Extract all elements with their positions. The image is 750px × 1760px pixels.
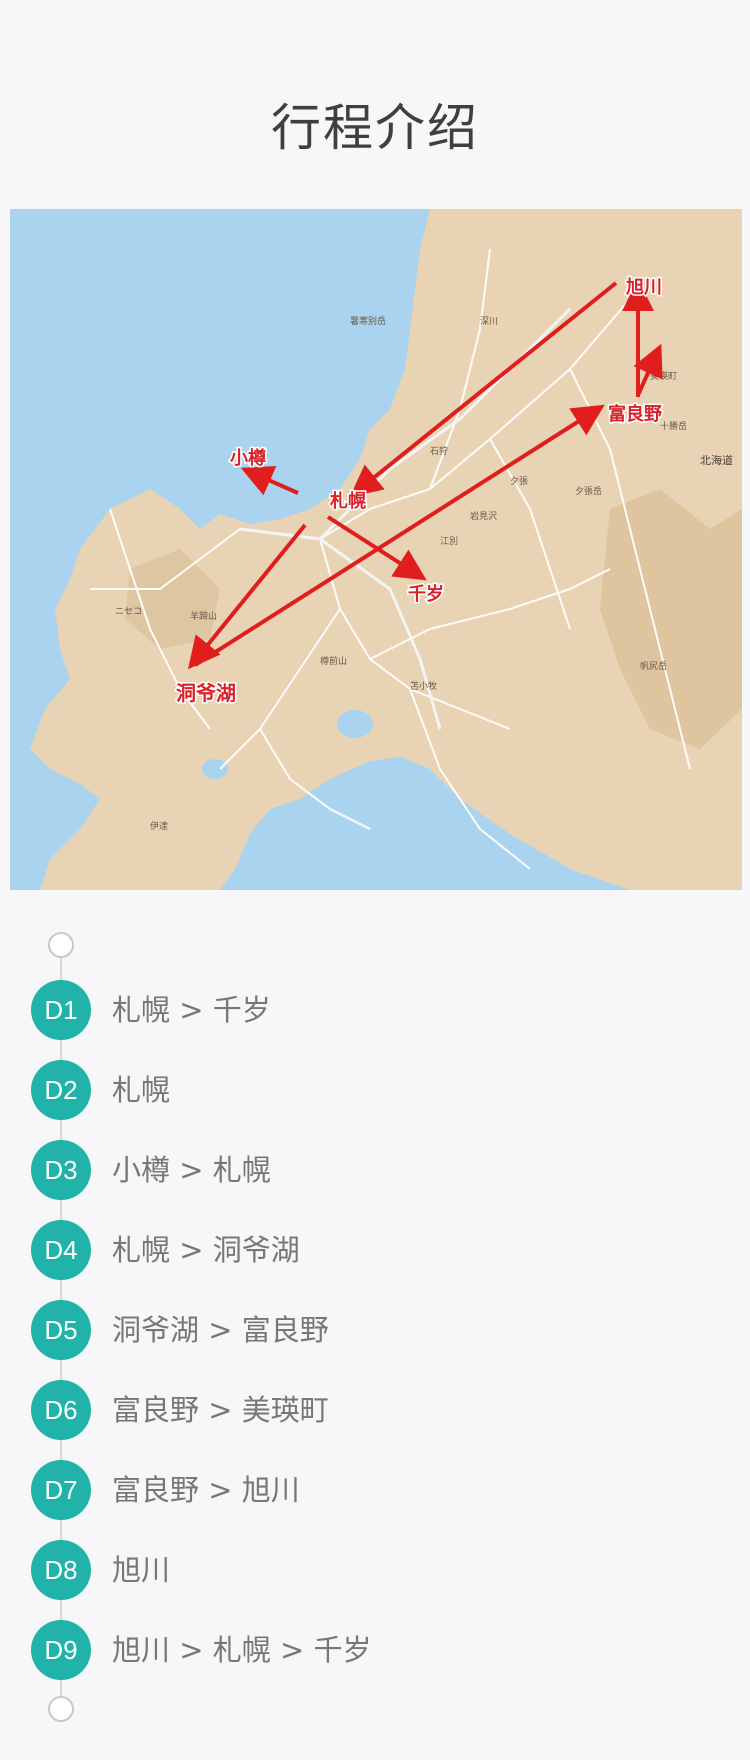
lake-toya bbox=[202, 759, 228, 779]
svg-text:暑寒别岳: 暑寒别岳 bbox=[350, 315, 386, 327]
itinerary-row-d7[interactable]: D7 富良野 > 旭川 bbox=[0, 1460, 750, 1520]
day-route: 富良野 > 旭川 bbox=[112, 1473, 300, 1507]
day-route: 旭川 > 札幌 > 千岁 bbox=[112, 1633, 372, 1667]
day-route: 小樽 > 札幌 bbox=[112, 1153, 271, 1187]
svg-text:江別: 江別 bbox=[440, 536, 458, 547]
svg-text:石狩: 石狩 bbox=[430, 445, 448, 457]
arrow-sapporo-chitose bbox=[326, 515, 427, 581]
arrow-asahikawa-sapporo bbox=[349, 281, 618, 498]
day-badge: D2 bbox=[31, 1060, 91, 1120]
day-badge: D4 bbox=[31, 1220, 91, 1280]
arrow-furano-biei bbox=[633, 343, 663, 396]
day-route: 富良野 > 美瑛町 bbox=[112, 1393, 329, 1427]
day-route: 札幌 > 千岁 bbox=[112, 993, 271, 1027]
svg-text:美瑛町: 美瑛町 bbox=[650, 370, 677, 382]
day-route: 札幌 > 洞爷湖 bbox=[112, 1233, 300, 1267]
lake-shikotsu bbox=[337, 710, 373, 738]
place-labels: 暑寒别岳 深川 石狩 夕張 夕張岳 江別 岩見沢 ニセコ 羊蹄山 樽前山 苫小牧… bbox=[115, 315, 733, 832]
day-badge: D7 bbox=[31, 1460, 91, 1520]
svg-text:岩見沢: 岩見沢 bbox=[470, 510, 497, 522]
itinerary-row-d4[interactable]: D4 札幌 > 洞爷湖 bbox=[0, 1220, 750, 1280]
map-label-asahikawa: 旭川 bbox=[625, 276, 662, 298]
day-route: 洞爷湖 > 富良野 bbox=[112, 1313, 329, 1347]
svg-text:深川: 深川 bbox=[480, 316, 498, 327]
itinerary-row-d6[interactable]: D6 富良野 > 美瑛町 bbox=[0, 1380, 750, 1440]
svg-text:夕張岳: 夕張岳 bbox=[575, 485, 602, 497]
svg-text:伊達: 伊達 bbox=[150, 820, 168, 832]
day-badge: D5 bbox=[31, 1300, 91, 1360]
day-badge: D6 bbox=[31, 1380, 91, 1440]
page-title: 行程介绍 bbox=[271, 99, 479, 157]
itinerary-timeline: D1 札幌 > 千岁 D2 札幌 D3 小樽 > 札幌 D4 札幌 > 洞爷湖 … bbox=[0, 920, 750, 1722]
svg-text:夕張: 夕張 bbox=[510, 475, 528, 487]
svg-text:樽前山: 樽前山 bbox=[320, 655, 347, 667]
svg-text:苫小牧: 苫小牧 bbox=[410, 680, 437, 692]
itinerary-row-d5[interactable]: D5 洞爷湖 > 富良野 bbox=[0, 1300, 750, 1360]
route-arrows bbox=[187, 279, 663, 670]
map-label-furano: 富良野 bbox=[608, 403, 662, 425]
arrow-sapporo-otaru bbox=[240, 466, 299, 496]
day-route: 旭川 bbox=[112, 1553, 171, 1587]
svg-text:十勝岳: 十勝岳 bbox=[660, 420, 687, 432]
land-mass bbox=[30, 209, 742, 890]
timeline-end-circle bbox=[48, 1696, 74, 1722]
itinerary-row-d9[interactable]: D9 旭川 > 札幌 > 千岁 bbox=[0, 1620, 750, 1680]
itinerary-row-d3[interactable]: D3 小樽 > 札幌 bbox=[0, 1140, 750, 1200]
svg-text:ニセコ: ニセコ bbox=[115, 606, 142, 617]
map-label-chitose: 千岁 bbox=[408, 583, 444, 605]
arrow-sapporo-toyako bbox=[187, 523, 307, 670]
day-badge: D3 bbox=[31, 1140, 91, 1200]
svg-text:帆尻岳: 帆尻岳 bbox=[640, 660, 667, 672]
day-badge: D9 bbox=[31, 1620, 91, 1680]
route-map: 暑寒别岳 深川 石狩 夕張 夕張岳 江別 岩見沢 ニセコ 羊蹄山 樽前山 苫小牧… bbox=[10, 209, 742, 890]
map-label-otaru: 小樽 bbox=[230, 447, 266, 469]
itinerary-row-d2[interactable]: D2 札幌 bbox=[0, 1060, 750, 1120]
map-label-toyako: 洞爷湖 bbox=[176, 681, 236, 705]
itinerary-row-d8[interactable]: D8 旭川 bbox=[0, 1540, 750, 1600]
day-route: 札幌 bbox=[112, 1073, 171, 1107]
itinerary-row-d1[interactable]: D1 札幌 > 千岁 bbox=[0, 980, 750, 1040]
svg-text:北海道: 北海道 bbox=[700, 453, 733, 467]
timeline-start-circle bbox=[48, 932, 74, 958]
arrow-toyako-furano bbox=[193, 404, 605, 667]
map-label-sapporo: 札幌 bbox=[329, 490, 366, 512]
svg-text:羊蹄山: 羊蹄山 bbox=[190, 610, 217, 622]
route-map-graphic: 暑寒别岳 深川 石狩 夕張 夕張岳 江別 岩見沢 ニセコ 羊蹄山 樽前山 苫小牧… bbox=[10, 209, 742, 890]
day-badge: D1 bbox=[31, 980, 91, 1040]
day-badge: D8 bbox=[31, 1540, 91, 1600]
